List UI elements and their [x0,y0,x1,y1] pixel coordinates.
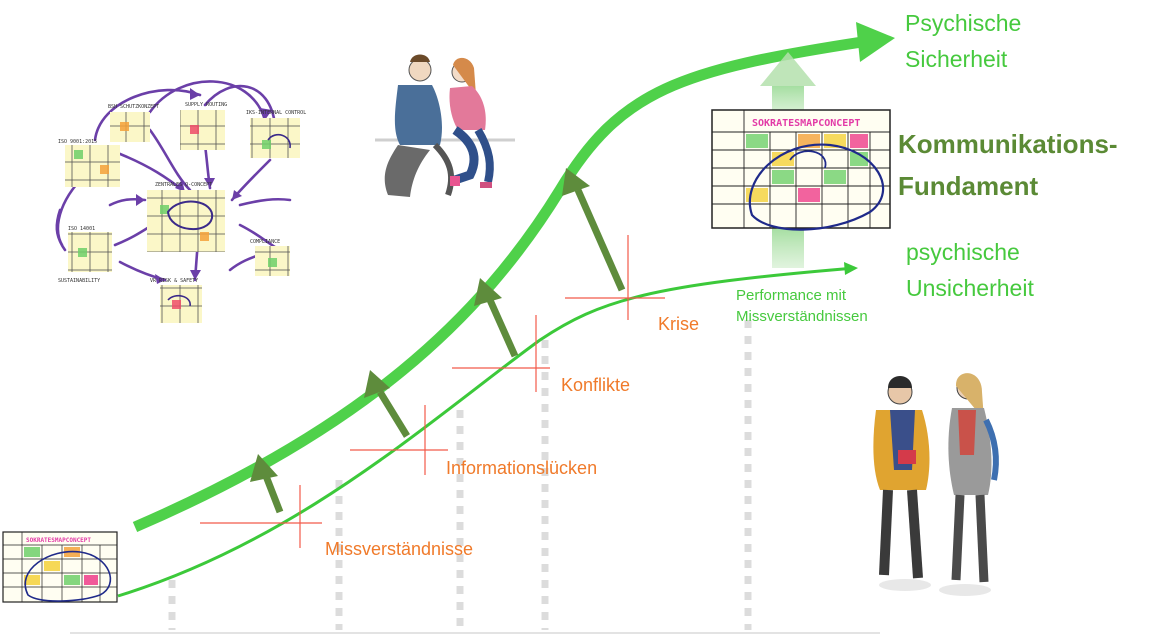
small-map-sketch: SOKRATESMAPCONCEPT [2,531,118,603]
lower-curve [117,266,856,598]
psych-safety-label-2: Sicherheit [905,46,1008,72]
foundation-sketch-brand: SOKRATESMAPCONCEPT [752,118,860,129]
sketch-label-bsh: BSH SCHUTZKONZEPT [108,104,159,110]
sketch-label-iso9001: ISO 9001:2015 [58,139,97,145]
performance-label-2: Missverständnissen [736,308,868,325]
upper-curve-arrowhead [856,22,895,62]
sketch-label-sustainability: SUSTAINABILITY [58,278,100,284]
stage-label-konflikte: Konflikte [561,375,630,395]
psych-safety-label-1: Psychische [905,10,1021,36]
foundation-label-2: Fundament [898,171,1038,201]
psych-unsafety-label-2: Unsicherheit [906,275,1034,301]
foundation-map-sketch: SOKRATESMAPCONCEPT [711,109,891,231]
dotted-guides [168,320,752,630]
seated-people-sketch [375,54,515,197]
network-sketch: ISO 9001:2015 ZENTRALES Q-CONCEPT ISO 14… [55,80,306,323]
lower-curve-arrowhead [844,262,858,275]
upper-curve [132,36,863,533]
small-sketch-brand: SOKRATESMAPCONCEPT [26,537,91,544]
dark-arrows [250,168,626,514]
fade-arrow-bottom [772,228,804,268]
foundation-label-1: Kommunikations- [898,129,1118,159]
stage-crosses [200,235,665,548]
sketch-label-supply: SUPPLY ROUTING [185,102,227,108]
sketch-label-central: ZENTRALES Q-CONCEPT [155,182,212,188]
stage-label-krise: Krise [658,314,699,334]
stage-label-missverstaendnisse: Missverständnisse [325,539,473,559]
sketch-label-vr: VR RISK & SAFETY [150,278,198,284]
performance-label-1: Performance mit [736,287,847,304]
sketch-label-compliance: COMPLIANCE [250,239,280,245]
psych-unsafety-label-1: psychische [906,239,1020,265]
sketch-label-iks: IKS-INTERNAL CONTROL [246,110,306,116]
sketch-label-iso14001: ISO 14001 [68,226,95,232]
stage-label-informationsluecken: Informationslücken [446,458,597,478]
standing-people-sketch [873,373,999,596]
